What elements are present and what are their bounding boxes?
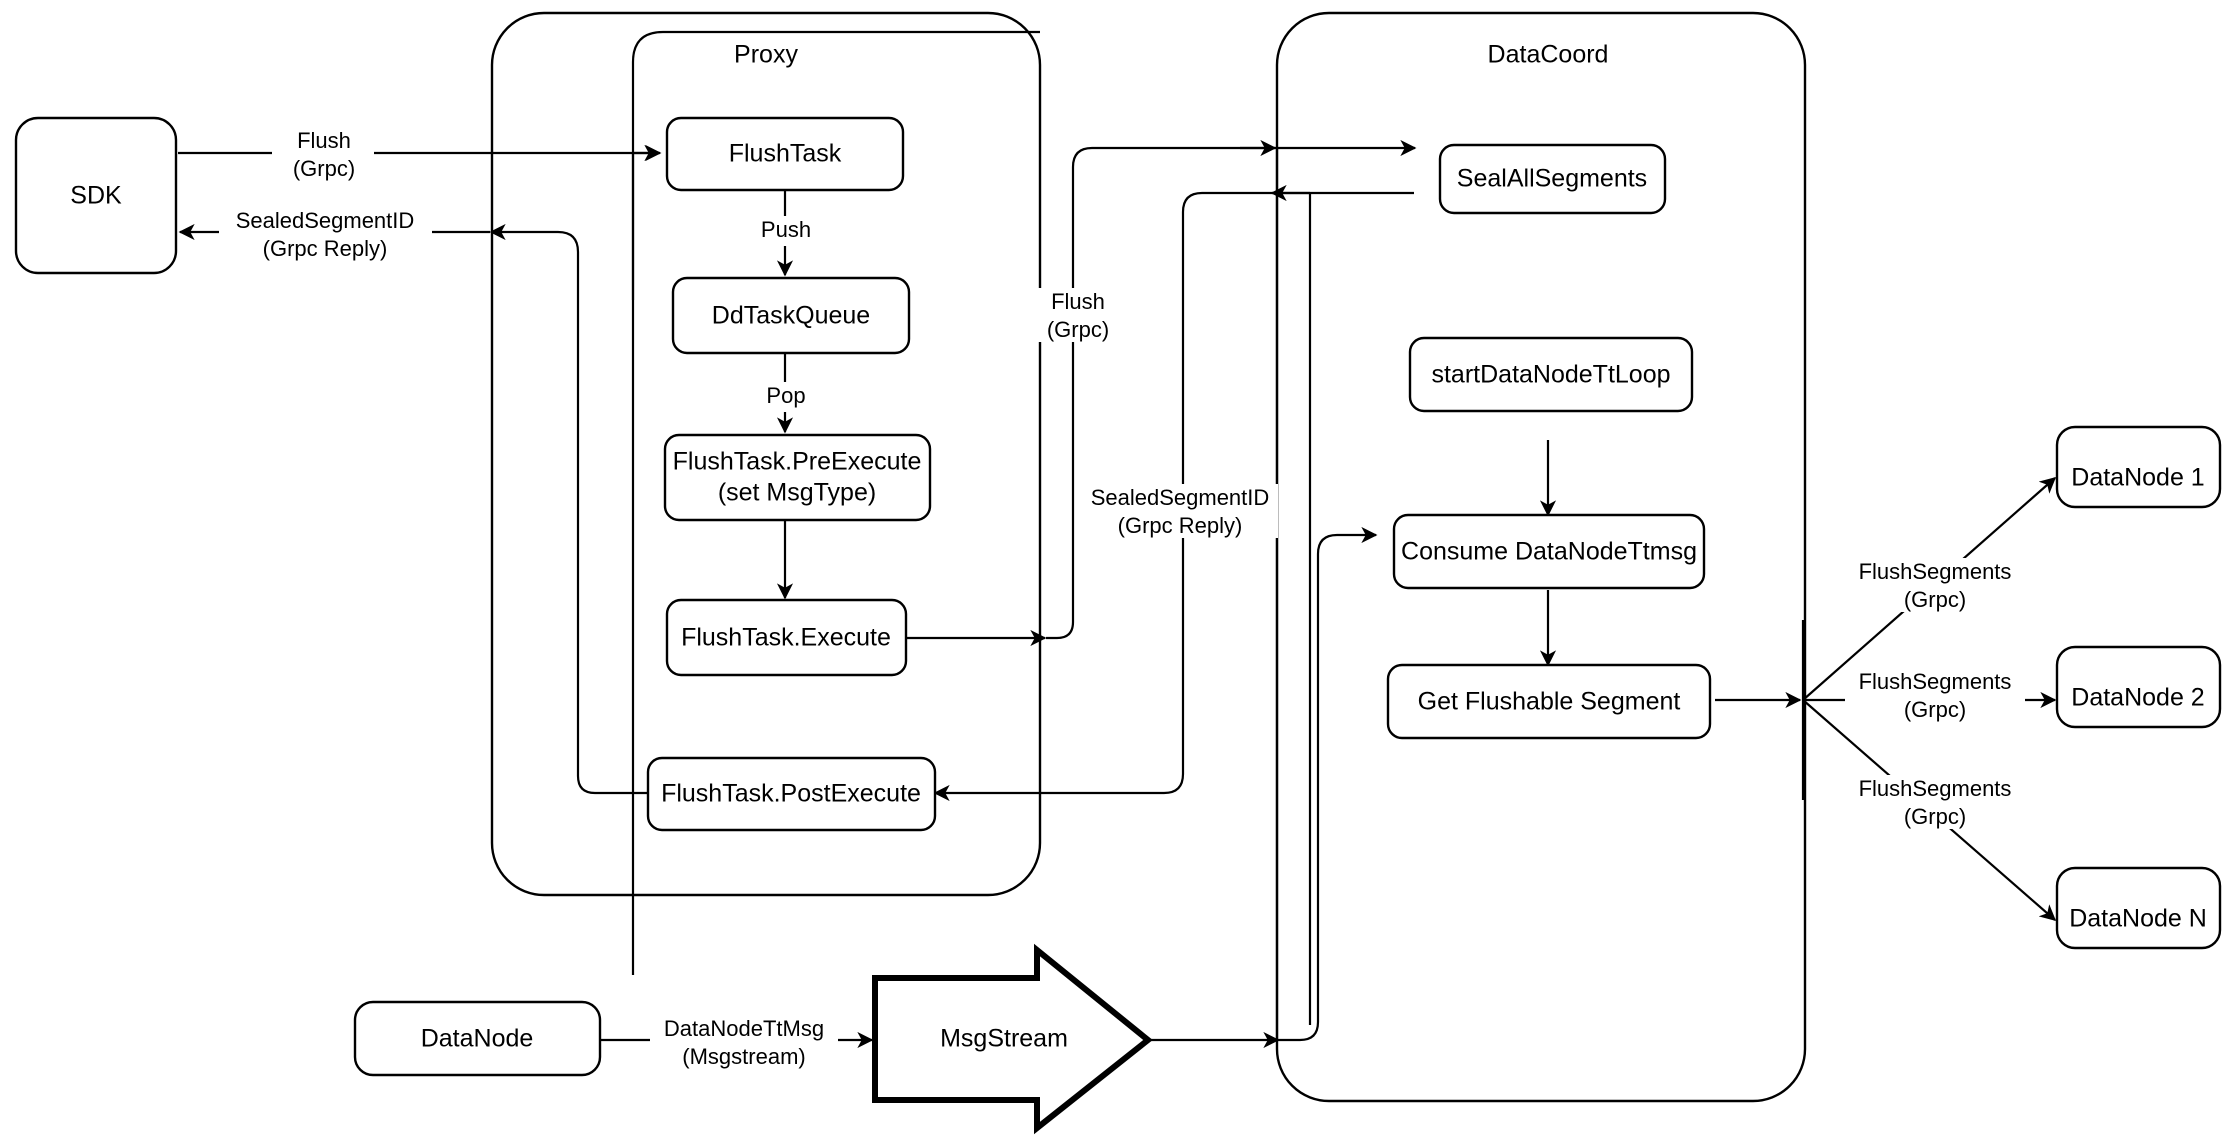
edge-flush-to-sealallsegments [1046,139,1417,640]
node-flushtask-preexecute-label-line2: (set MsgType) [718,479,876,507]
node-sdk-label: SDK [70,182,122,210]
node-consume-datanodettmsg[interactable] [1392,513,1706,590]
node-datanode-n[interactable] [2055,866,2222,950]
edge-label-proxy-sdk-line1: SealedSegmentID [236,208,415,233]
node-flushtask-postexecute[interactable] [646,756,937,832]
edge-label-proxy-sdk-line2: (Grpc Reply) [263,236,388,261]
node-consume-datanodettmsg-label: Consume DataNodeTtmsg [1401,538,1697,566]
label-bg-flushsegments-2 [1845,668,2025,722]
node-sealallsegments-label: SealAllSegments [1457,165,1647,193]
edge-label-proxy-datacoord-line2: (Grpc) [1047,317,1109,342]
edge-label-sdk-flush-line2: (Grpc) [293,156,355,181]
node-datanode-n-label: DataNode N [2069,905,2207,933]
node-get-flushable-segment[interactable] [1386,663,1712,740]
node-datanode-1[interactable] [2055,425,2222,509]
node-datanode-2-label: DataNode 2 [2071,684,2204,712]
edge-label-sdk-flush-line1: Flush [297,128,351,153]
node-datanode-1-label: DataNode 1 [2071,464,2204,492]
label-bg-datacoord-proxy-reply [1083,484,1278,538]
label-bg-push [753,216,819,246]
edge-label-datacoord-proxy-line2: (Grpc Reply) [1118,513,1243,538]
node-startdatanodettloop[interactable] [1408,336,1694,413]
edge-label-flushsegments-1-line1: FlushSegments [1859,559,2012,584]
node-flushtask-preexecute-label-line1: FlushTask.PreExecute [673,448,922,476]
node-flushtask-execute[interactable] [665,598,908,677]
group-proxy-label: Proxy [734,41,798,69]
edge-label-pop: Pop [766,383,805,408]
node-flushtask-preexecute[interactable] [663,433,932,522]
node-get-flushable-segment-label: Get Flushable Segment [1418,688,1681,716]
label-bg-sealedsegmentid-reply [219,208,432,262]
edge-label-flushsegments-2-line2: (Grpc) [1904,697,1966,722]
edge-postexecute-to-sdk-return [489,223,652,795]
edge-datacoord-to-consume [1278,526,1378,1042]
edge-proxy-entry-hook [631,30,1040,300]
edge-label-push: Push [761,217,811,242]
node-ddtaskqueue[interactable] [671,276,911,355]
label-bg-datanode-ttmsg [650,1015,838,1069]
edge-label-proxy-datacoord-line1: Flush [1051,289,1105,314]
node-flushtask-label: FlushTask [729,140,842,168]
edge-label-datanode-ttmsg-line1: DataNodeTtMsg [664,1016,824,1041]
edge-label-flushsegments-n-line2: (Grpc) [1904,804,1966,829]
group-datacoord-label: DataCoord [1488,41,1609,69]
label-bg-flushsegments-n [1845,775,2025,829]
label-bg-proxy-datacoord-flush [1028,288,1124,342]
edge-label-datacoord-proxy-line1: SealedSegmentID [1091,485,1270,510]
edge-label-flushsegments-n-line1: FlushSegments [1859,776,2012,801]
label-bg-flushsegments-1 [1845,558,2025,612]
node-sealallsegments[interactable] [1438,143,1667,215]
edge-label-datanode-ttmsg-line2: (Msgstream) [682,1044,805,1069]
group-proxy [490,11,1042,897]
node-datanode-bottom[interactable] [353,1000,602,1077]
node-msgstream-label: MsgStream [940,1025,1068,1053]
edge-label-flushsegments-1-line2: (Grpc) [1904,587,1966,612]
node-datanode-bottom-label: DataNode [421,1025,534,1053]
label-bg-flush-grpc [272,128,374,182]
node-sdk[interactable] [14,116,178,275]
node-datanode-2[interactable] [2055,645,2222,729]
node-flushtask-postexecute-label: FlushTask.PostExecute [661,780,921,808]
node-startdatanodettloop-label: startDataNodeTtLoop [1431,361,1670,389]
edge-label-flushsegments-2-line1: FlushSegments [1859,669,2012,694]
node-ddtaskqueue-label: DdTaskQueue [712,302,870,330]
shape-msgstream-arrow[interactable] [872,943,1153,1135]
node-flushtask[interactable] [665,116,905,192]
label-bg-pop [758,382,814,412]
node-flushtask-execute-label: FlushTask.Execute [681,624,891,652]
